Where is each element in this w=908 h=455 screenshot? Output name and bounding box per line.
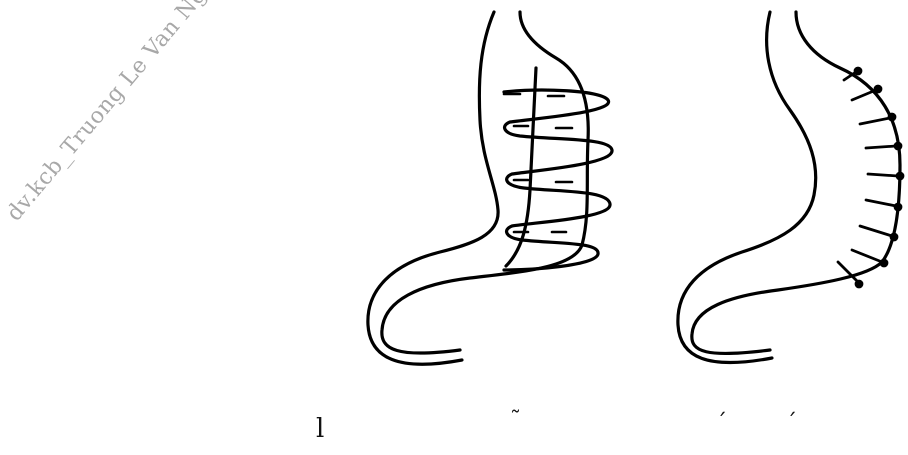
stomach-figure-right	[678, 12, 903, 363]
caption-mark-2: ˜	[510, 410, 521, 432]
interrupted-sutures	[838, 68, 903, 287]
stomach-right-outer-wall	[678, 12, 816, 363]
stomach-figure-left	[368, 12, 612, 364]
stomach-right-inner-wall	[692, 12, 900, 353]
caption-mark-3: ´	[716, 413, 727, 435]
caption-mark-1: l	[316, 416, 324, 442]
caption-mark-4: ´	[786, 413, 797, 435]
